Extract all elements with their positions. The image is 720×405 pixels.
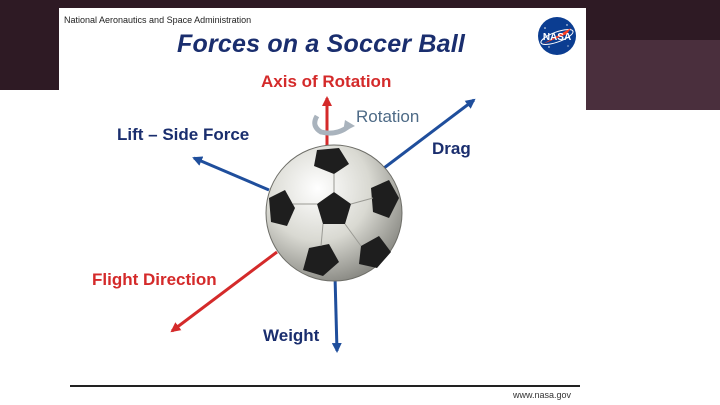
organization-name: National Aeronautics and Space Administr… (64, 15, 252, 25)
flight-direction-arrow (170, 250, 278, 333)
flight-direction-label: Flight Direction (92, 270, 217, 289)
drag-arrow (383, 98, 476, 170)
lift-side-force-label: Lift – Side Force (117, 125, 250, 144)
weight-arrow (331, 275, 342, 353)
drag-label: Drag (432, 139, 471, 158)
soccer-ball (265, 144, 403, 282)
diagram-panel: National Aeronautics and Space Administr… (59, 8, 586, 400)
lift-side-force-arrow (192, 156, 270, 192)
axis-of-rotation-label: Axis of Rotation (261, 72, 392, 91)
page-title: Forces on a Soccer Ball (177, 30, 466, 58)
weight-label: Weight (263, 326, 320, 345)
rotation-label: Rotation (356, 107, 420, 126)
nasa-logo: NASA (538, 17, 576, 55)
forces-diagram (170, 96, 476, 353)
footer-divider (70, 385, 580, 387)
nasa-logo-text: NASA (543, 32, 571, 43)
rotation-arrow-icon (312, 114, 355, 136)
footer-url: www.nasa.gov (513, 390, 572, 400)
